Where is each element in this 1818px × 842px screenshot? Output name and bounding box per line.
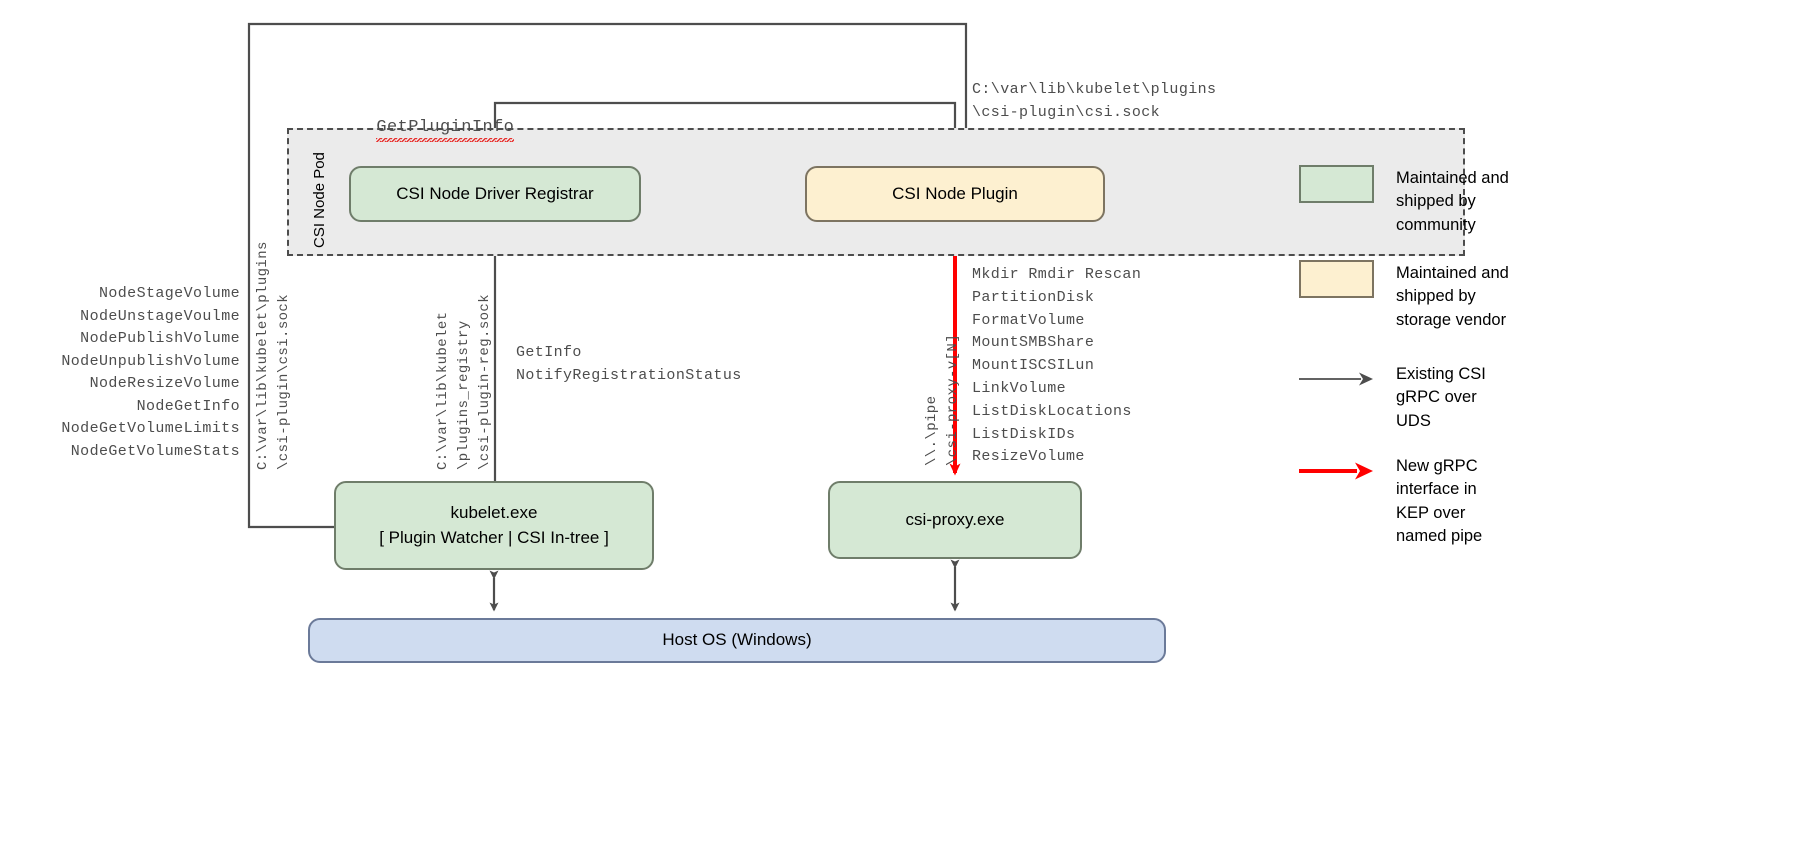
box-label: CSI Node Plugin <box>892 183 1018 203</box>
box-kubelet-exe[interactable]: kubelet.exe [ Plugin Watcher | CSI In-tr… <box>334 481 654 570</box>
legend-item-new-grpc: New gRPC interface in KEP over named pip… <box>1299 453 1482 549</box>
node-service-call-item: NodeUnpublishVolume <box>61 352 240 370</box>
csi-proxy-rpc-item: Mkdir Rmdir Rescan <box>972 266 1142 283</box>
node-service-call-item: NodeStageVolume <box>98 285 240 302</box>
node-service-call-item: NodeResizeVolume <box>89 375 240 392</box>
legend-label: Maintained and shipped by storage vendor <box>1396 264 1509 329</box>
kubelet-title: kubelet.exe <box>450 502 538 522</box>
csi-proxy-rpc-item: PartitionDisk <box>972 288 1095 306</box>
legend-swatch-community-icon <box>1299 165 1374 203</box>
node-service-call-item: NodePublishVolume <box>80 330 240 347</box>
box-host-os[interactable]: Host OS (Windows) <box>308 618 1166 663</box>
label-get-plugin-info: GetPluginInfo <box>334 99 515 156</box>
legend-item-storage-vendor: Maintained and shipped by storage vendor <box>1299 260 1509 332</box>
label-csi-sock-path-vertical: C:\var\lib\kubelet\plugins \csi-plugin\c… <box>255 241 292 470</box>
node-service-call-item: NodeUnstageVoulme <box>80 307 240 325</box>
legend-item-community: Maintained and shipped by community <box>1299 165 1509 237</box>
legend-arrow-gray-icon <box>1299 361 1374 399</box>
box-label: Host OS (Windows) <box>662 630 812 650</box>
csi-proxy-rpc-item: ListDiskLocations <box>972 402 1132 420</box>
csi-proxy-rpc-item: ResizeVolume <box>972 448 1085 466</box>
csi-proxy-rpc-item: MountISCSILun <box>972 357 1095 375</box>
csi-proxy-rpc-item: FormatVolume <box>972 311 1085 329</box>
csi-node-pod-label: CSI Node Pod <box>311 152 328 248</box>
legend-arrow-red-icon <box>1299 453 1374 491</box>
kubelet-subtitle: [ Plugin Watcher | CSI In-tree ] <box>379 527 609 547</box>
legend-label: New gRPC interface in KEP over named pip… <box>1396 457 1483 546</box>
box-label: CSI Node Driver Registrar <box>396 183 594 203</box>
legend-label: Maintained and shipped by community <box>1396 169 1509 234</box>
node-service-call-item: NodeGetInfo <box>136 397 240 415</box>
legend-label: Existing CSI gRPC over UDS <box>1396 365 1486 430</box>
label-registration-calls: GetInfo NotifyRegistrationStatus <box>516 344 742 385</box>
label-get-plugin-info-text: GetPluginInfo <box>376 118 515 142</box>
box-label: csi-proxy.exe <box>905 509 1005 529</box>
box-csi-node-plugin[interactable]: CSI Node Plugin <box>805 166 1105 222</box>
csi-proxy-rpc-item: ListDiskIDs <box>972 425 1076 443</box>
node-service-call-item: NodeGetVolumeLimits <box>61 420 240 437</box>
csi-proxy-rpc-item: MountSMBShare <box>972 334 1095 352</box>
box-csi-node-driver-registrar[interactable]: CSI Node Driver Registrar <box>349 166 641 222</box>
label-registration-sock-path-vertical: C:\var\lib\kubelet \plugins_registry \cs… <box>435 293 493 470</box>
node-service-call-item: NodeGetVolumeStats <box>70 442 240 460</box>
label-csi-plugin-socket-path: C:\var\lib\kubelet\plugins \csi-plugin\c… <box>972 81 1217 121</box>
box-csi-proxy-exe[interactable]: csi-proxy.exe <box>828 481 1082 559</box>
csi-proxy-rpc-item: LinkVolume <box>972 379 1067 397</box>
legend-item-existing-grpc: Existing CSI gRPC over UDS <box>1299 361 1486 433</box>
legend-swatch-vendor-icon <box>1299 260 1374 298</box>
label-named-pipe-path-vertical: \\.\pipe \csi-proxy-v[N] <box>924 333 961 466</box>
